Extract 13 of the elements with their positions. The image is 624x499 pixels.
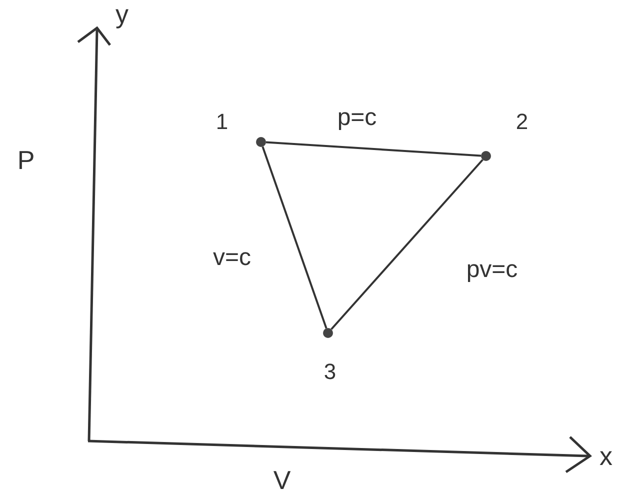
axis-label: P (17, 147, 35, 173)
process-line (262, 146, 328, 329)
process-line (266, 141, 482, 157)
state-number: 2 (516, 111, 528, 133)
state-point (256, 137, 266, 147)
state-point (481, 151, 491, 161)
axis-label: y (116, 1, 128, 27)
state-point (323, 328, 333, 338)
axis-label: V (273, 467, 291, 493)
axis-label: x (600, 443, 612, 469)
state-number: 1 (216, 111, 228, 133)
process-line (330, 159, 484, 330)
state-number: 3 (324, 361, 336, 383)
